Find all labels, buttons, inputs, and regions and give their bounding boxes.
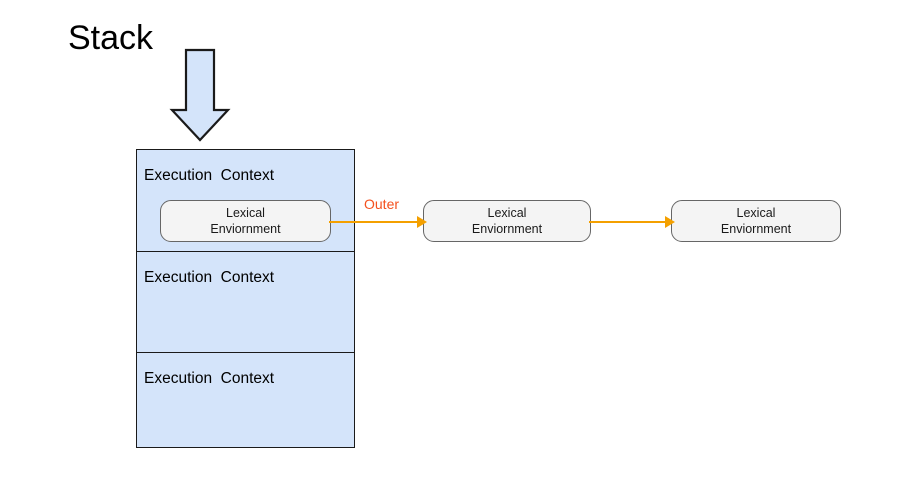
right-arrow-icon-0 [329,216,427,228]
down-arrow-icon [169,48,231,142]
execution-context-label: Execution Context [144,269,275,286]
stack-cell-execution-context-0: Execution Context [137,150,354,251]
call-stack: Execution Context Execution Context Exec… [136,149,355,448]
execution-context-label: Execution Context [144,370,275,387]
outer-connector-label: Outer [364,196,400,212]
stack-cell-execution-context-2: Execution Context [137,352,354,446]
lexical-environment-box-1: Lexical Enviornment [423,200,591,242]
execution-context-label: Execution Context [144,167,275,184]
lexical-environment-box-0: Lexical Enviornment [160,200,331,242]
stack-cell-execution-context-1: Execution Context [137,251,354,352]
page-title: Stack [68,19,154,57]
right-arrow-icon-1 [589,216,675,228]
lexical-environment-box-2: Lexical Enviornment [671,200,841,242]
